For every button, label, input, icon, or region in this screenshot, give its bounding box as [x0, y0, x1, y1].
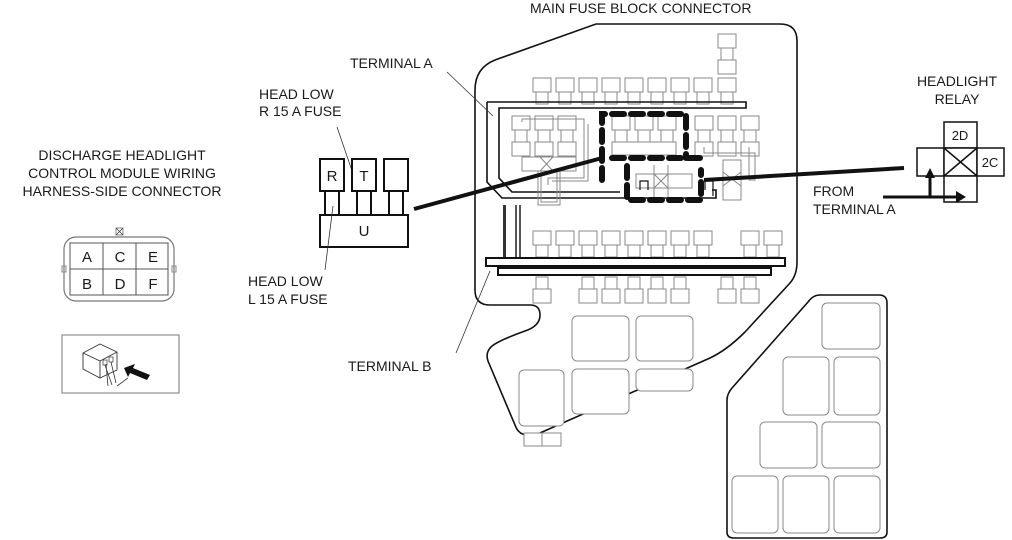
pin-c: C — [115, 249, 126, 266]
mini-fuse — [625, 277, 643, 303]
mini-fuse — [533, 277, 551, 303]
fuse-r-label: R — [327, 168, 338, 185]
mini-fuse — [579, 78, 597, 104]
mini-fuse — [556, 78, 574, 104]
headlight-relay-label-line2: RELAY — [935, 91, 981, 107]
from-terminal-a-line1: FROM — [813, 183, 854, 199]
mini-fuse — [602, 277, 620, 303]
terminal-b-label: TERMINAL B — [348, 358, 432, 374]
fuse-u-label: U — [359, 223, 370, 240]
relay-box — [636, 316, 693, 361]
mini-fuse — [648, 277, 666, 303]
mini-fuse — [556, 231, 574, 257]
relay-box — [834, 476, 880, 533]
discharge-label-line1: DISCHARGE HEADLIGHT — [38, 147, 206, 163]
head-low-r-label-line1: HEAD LOW — [259, 86, 334, 102]
relay-box — [519, 370, 564, 426]
discharge-label-line2: CONTROL MODULE WIRING — [28, 165, 216, 181]
middle-fuse-row — [533, 231, 782, 257]
top-fuse-row — [533, 78, 736, 104]
pin-a: A — [82, 249, 92, 266]
relay-pin-2c: 2C — [982, 155, 999, 170]
mini-fuse — [625, 231, 643, 257]
mini-fuse — [671, 78, 689, 104]
relay-pin-2d: 2D — [952, 128, 969, 143]
mini-fuse — [533, 78, 551, 104]
probe-direction-icon — [62, 335, 179, 393]
relay-box — [822, 422, 880, 468]
mini-fuse — [741, 231, 759, 257]
mini-fuse — [602, 78, 620, 104]
pin-e: E — [148, 249, 158, 266]
terminal-a-label: TERMINAL A — [350, 55, 433, 71]
mini-fuse — [764, 231, 782, 257]
from-terminal-a-line2: TERMINAL A — [813, 201, 896, 217]
pin-f: F — [148, 276, 157, 293]
headlight-relay-group: HEADLIGHT RELAY 2D 2C FROM TERMINAL A — [813, 73, 1004, 217]
discharge-connector-group: DISCHARGE HEADLIGHT CONTROL MODULE WIRIN… — [23, 147, 222, 393]
relay-box — [732, 476, 778, 533]
fuse-t-label: T — [359, 168, 368, 185]
mini-fuse — [579, 277, 597, 303]
relay-box — [760, 422, 817, 468]
discharge-label-line3: HARNESS-SIDE CONNECTOR — [23, 183, 222, 199]
relay-box — [636, 369, 693, 391]
mini-fuse — [579, 231, 597, 257]
mini-fuse — [694, 78, 712, 104]
headlight-relay-label-line1: HEADLIGHT — [917, 73, 998, 89]
mini-fuse — [694, 231, 712, 257]
mini-fuse — [741, 277, 759, 303]
secondary-fuse-block — [727, 295, 887, 538]
main-fuse-block-label: MAIN FUSE BLOCK CONNECTOR — [530, 0, 751, 16]
head-low-r-label-line2: R 15 A FUSE — [259, 103, 341, 119]
head-low-l-label-line2: L 15 A FUSE — [248, 291, 328, 307]
relay-box — [572, 369, 629, 414]
mini-fuse — [718, 277, 736, 303]
relay-box — [834, 357, 880, 415]
mini-fuse — [625, 78, 643, 104]
fuse-blank — [384, 159, 408, 191]
harness-connector-face: A C E B D F — [62, 228, 176, 301]
mini-fuse — [671, 277, 689, 303]
mini-fuse — [718, 78, 736, 104]
mini-fuse — [602, 231, 620, 257]
relay-box — [783, 357, 829, 415]
mini-fuse — [648, 78, 666, 104]
mini-fuse — [648, 231, 666, 257]
terminal-b-bar — [486, 258, 785, 266]
relay-box — [572, 316, 629, 361]
relay-box — [783, 476, 829, 533]
pin-d: D — [115, 276, 126, 293]
mini-fuse — [533, 231, 551, 257]
mini-fuse — [671, 231, 689, 257]
relay-box — [822, 303, 880, 349]
fuse-detail-group: HEAD LOW R 15 A FUSE R T U HEAD LOW L 15… — [248, 86, 408, 307]
pin-b: B — [82, 276, 92, 293]
head-low-l-label-line1: HEAD LOW — [248, 273, 323, 289]
